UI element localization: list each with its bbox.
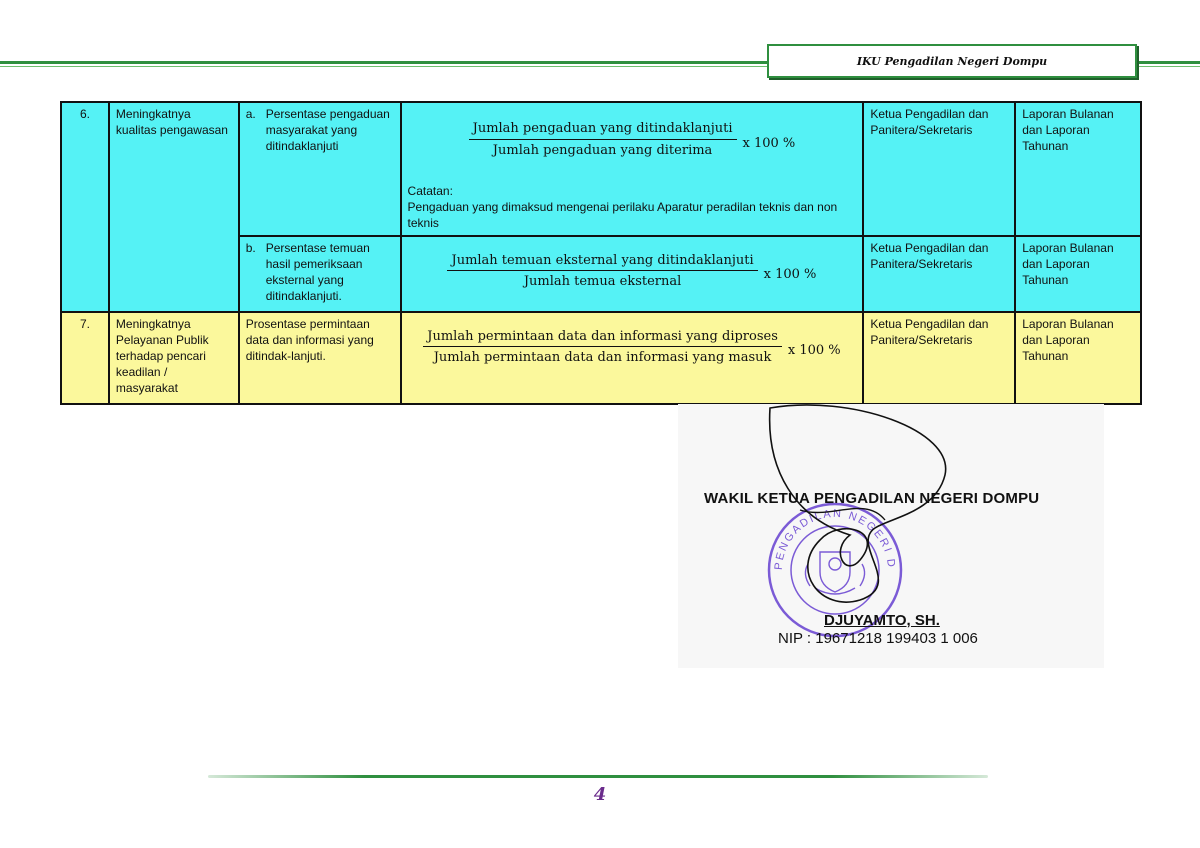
row-number: 7.: [60, 310, 110, 405]
table-row: 7. Meningkatnya Pelayanan Publik terhada…: [60, 310, 1142, 405]
responsible-cell: Ketua Pengadilan dan Panitera/Sekretaris: [862, 310, 1017, 405]
formula-multiplier: x 100 %: [763, 267, 817, 283]
indicator-letter: b.: [245, 240, 256, 255]
signatory-name: DJUYAMTO, SH.: [824, 612, 940, 629]
formula-numerator: Jumlah permintaan data dan informasi yan…: [423, 328, 782, 348]
formula-cell: Jumlah temuan eksternal yang ditindaklan…: [399, 234, 865, 313]
formula-denominator: Jumlah permintaan data dan informasi yan…: [433, 350, 772, 366]
row-number: 6.: [60, 101, 110, 313]
formula-multiplier: x 100 %: [787, 343, 841, 359]
indicator-cell: Prosentase permintaan data dan informasi…: [237, 310, 402, 405]
iku-table: 6. Meningkatnya kualitas pengawasan a. P…: [60, 101, 1142, 405]
indicator-text: Persentase pengaduan masyarakat yang dit…: [265, 107, 390, 154]
footer-rule: [208, 775, 988, 778]
formula: Jumlah pengaduan yang ditindaklanjuti Ju…: [408, 120, 857, 159]
table-row: 6. Meningkatnya kualitas pengawasan a. P…: [60, 101, 1142, 313]
goal-cell: Meningkatnya Pelayanan Publik terhadap p…: [107, 310, 240, 405]
note-title: Catatan:: [407, 184, 453, 199]
header-rule: [0, 61, 1200, 64]
formula-denominator: Jumlah pengaduan yang diterima: [492, 142, 713, 158]
formula-numerator: Jumlah temuan eksternal yang ditindaklan…: [447, 252, 758, 272]
formula: Jumlah permintaan data dan informasi yan…: [408, 328, 857, 367]
indicator-cell: b. Persentase temuan hasil pemeriksaan e…: [237, 234, 402, 313]
formula-cell: Jumlah pengaduan yang ditindaklanjuti Ju…: [399, 101, 865, 237]
report-cell: Laporan Bulanan dan Laporan Tahunan: [1014, 234, 1142, 313]
report-cell: Laporan Bulanan dan Laporan Tahunan: [1014, 310, 1142, 405]
header-title-box: IKU Pengadilan Negeri Dompu: [767, 44, 1137, 78]
page-number: 4: [593, 784, 607, 805]
note: Catatan: Pengaduan yang dimaksud mengena…: [408, 183, 857, 232]
formula-multiplier: x 100 %: [742, 135, 796, 151]
formula-numerator: Jumlah pengaduan yang ditindaklanjuti: [468, 120, 737, 140]
header-rule-thin: [0, 66, 1200, 67]
handwritten-signature: [768, 404, 947, 603]
note-text: Pengaduan yang dimaksud mengenai perilak…: [407, 200, 838, 231]
table-row: b. Persentase temuan hasil pemeriksaan e…: [61, 234, 1142, 313]
goal-cell: Meningkatnya kualitas pengawasan: [107, 101, 240, 313]
header-title: IKU Pengadilan Negeri Dompu: [856, 54, 1048, 68]
signatory-nip: NIP : 19671218 199403 1 006: [778, 630, 978, 647]
signature-title: WAKIL KETUA PENGADILAN NEGERI DOMPU: [704, 490, 1040, 507]
formula: Jumlah temuan eksternal yang ditindaklan…: [408, 252, 857, 291]
formula-denominator: Jumlah temua eksternal: [523, 274, 682, 290]
formula-cell: Jumlah permintaan data dan informasi yan…: [399, 310, 865, 405]
responsible-cell: Ketua Pengadilan dan Panitera/Sekretaris: [862, 101, 1017, 237]
report-cell: Laporan Bulanan dan Laporan Tahunan: [1014, 101, 1142, 237]
indicator-cell: a. Persentase pengaduan masyarakat yang …: [237, 101, 402, 237]
indicator-letter: a.: [245, 107, 256, 121]
responsible-cell: Ketua Pengadilan dan Panitera/Sekretaris: [862, 234, 1017, 313]
indicator-text: Persentase temuan hasil pemeriksaan ekst…: [265, 240, 370, 304]
